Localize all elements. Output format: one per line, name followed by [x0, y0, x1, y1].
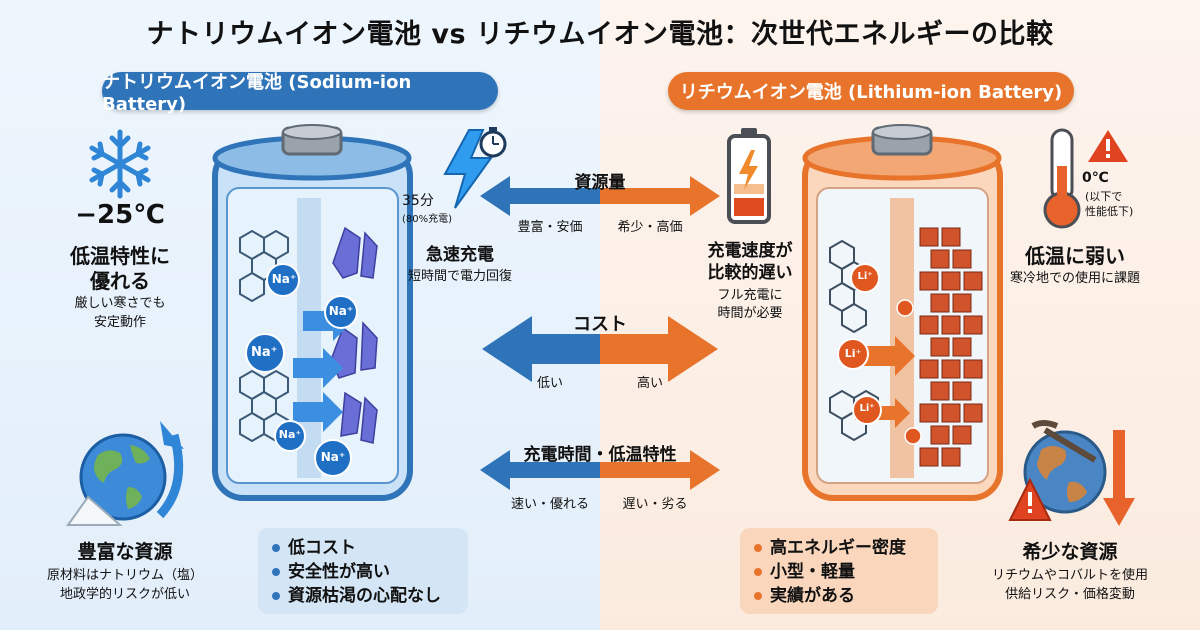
sodium-cold-title-2: 優れる: [90, 269, 150, 293]
sodium-charge-pct: (80%充電): [402, 214, 453, 225]
comparison-arrow-charge: [480, 450, 720, 490]
na-ion-label: Na⁺: [251, 345, 278, 360]
lithium-feature: 実績がある: [754, 584, 924, 608]
comparison-arrow-resources: [480, 176, 720, 216]
thermometer-icon: [1043, 128, 1128, 229]
lithium-feature: 高エネルギー密度: [754, 536, 924, 560]
lithium-charge-title-1: 充電速度が: [707, 241, 793, 261]
na-ion-label: Na⁺: [278, 428, 302, 441]
na-ion-label: Na⁺: [320, 450, 346, 464]
sodium-feature: 低コスト: [272, 536, 454, 560]
sodium-charge-sub: 短時間で電力回復: [407, 269, 512, 284]
lithium-temp-sub-1: (以下で: [1085, 190, 1123, 203]
lightning-icon: [443, 127, 507, 209]
lithium-feature: 小型・軽量: [754, 560, 924, 584]
lithium-resource-sub-2: 供給リスク・価格変動: [1005, 587, 1135, 602]
comparison-right: 遅い・劣る: [622, 497, 688, 512]
comparison-label: 充電時間・低温特性: [523, 445, 677, 465]
comparison-label: 資源量: [574, 173, 626, 193]
sodium-charge-time: 35分: [402, 193, 434, 209]
lithium-battery: [802, 124, 1003, 501]
lithium-resource-title: 希少な資源: [1022, 541, 1118, 563]
na-ion-label: Na⁺: [271, 272, 297, 286]
mining-globe-icon: [1008, 420, 1135, 526]
lithium-temp: 0℃: [1082, 170, 1109, 186]
sodium-temp: −25℃: [75, 200, 165, 230]
comparison-arrow-cost: [482, 316, 718, 382]
sodium-cold-sub-2: 安定動作: [93, 315, 146, 330]
sodium-feature: 資源枯渇の心配なし: [272, 584, 454, 608]
comparison-right: 希少・高価: [617, 220, 683, 235]
comparison-label: コスト: [573, 314, 627, 335]
lithium-header: リチウムイオン電池 (Lithium-ion Battery): [668, 72, 1074, 110]
sodium-cathode-crystals: [330, 226, 378, 444]
li-ion-label: Li⁺: [857, 271, 873, 282]
lithium-ions: [837, 263, 922, 445]
comparison-left: 低い: [536, 376, 563, 391]
snowflake-icon: [89, 129, 151, 199]
sodium-charge-title: 急速充電: [426, 245, 494, 265]
lithium-cold-sub: 寒冷地での使用に課題: [1009, 271, 1140, 286]
comparison-left: 豊富・安価: [517, 220, 583, 235]
lithium-cold-title: 低温に弱い: [1025, 244, 1125, 268]
salt-pile-icon: [66, 495, 123, 526]
sodium-resource-sub-2: 地政学的リスクが低い: [59, 587, 190, 602]
sodium-features-box: 低コスト 安全性が高い 資源枯渇の心配なし: [258, 528, 468, 614]
sodium-resource-title: 豊富な資源: [77, 541, 173, 563]
comparison-right: 高い: [636, 376, 663, 391]
sodium-cold-title-1: 低温特性に: [70, 244, 170, 268]
li-ion-label: Li⁺: [859, 403, 875, 414]
lithium-charge-sub-2: 時間が必要: [717, 306, 783, 321]
arrow-down-icon: [1103, 498, 1135, 526]
comparison-left: 速い・優れる: [510, 497, 589, 512]
sodium-resource-sub-1: 原材料はナトリウム（塩）: [46, 568, 203, 583]
lithium-charge-title-2: 比較的遅い: [707, 263, 793, 283]
lithium-cathode-cubes: [919, 227, 983, 467]
pickaxe-icon: [1031, 420, 1059, 429]
li-ion-label: Li⁺: [844, 347, 862, 360]
lithium-temp-sub-2: 性能低下): [1085, 205, 1134, 218]
low-battery-icon: [727, 128, 771, 224]
lithium-ion-arrows: [855, 336, 915, 428]
lithium-resource-sub-1: リチウムやコバルトを使用: [991, 568, 1148, 583]
sodium-ions: [245, 263, 358, 477]
lithium-charge-sub-1: フル充電に: [717, 288, 783, 303]
sodium-cold-sub-1: 厳しい寒さでも: [74, 296, 166, 311]
lithium-features-box: 高エネルギー密度 小型・軽量 実績がある: [740, 528, 938, 614]
sodium-header: ナトリウムイオン電池 (Sodium-ion Battery): [102, 72, 498, 115]
sodium-battery: [212, 124, 413, 501]
page-title: ナトリウムイオン電池 vs リチウムイオン電池：次世代エネルギーの比較: [146, 19, 1054, 50]
globe-icon: [66, 421, 184, 526]
sodium-feature: 安全性が高い: [272, 560, 454, 584]
arrow-up-icon: [160, 421, 184, 449]
na-ion-label: Na⁺: [328, 304, 354, 318]
